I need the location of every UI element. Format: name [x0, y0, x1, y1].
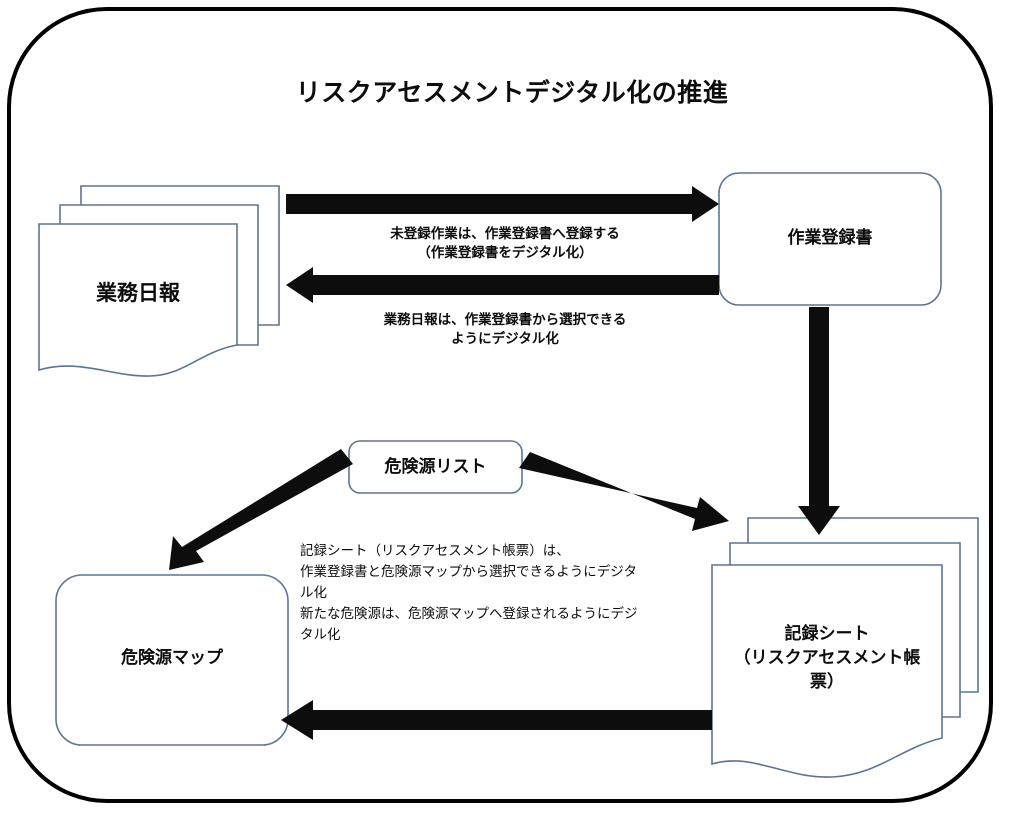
edge-label-daily-to-registration: 未登録作業は、作業登録書へ登録する （作業登録書をデジタル化） [390, 226, 620, 261]
node-label-hazard-map: 危険源マップ [121, 648, 223, 667]
arrow-registration-to-daily [286, 267, 719, 303]
shape-record-sheet[interactable] [711, 517, 979, 778]
shape-work-registration[interactable] [718, 172, 942, 306]
arrow-registration-to-record [798, 307, 840, 535]
doc-sheet-front [38, 223, 238, 377]
shape-hazard-map[interactable] [55, 574, 289, 746]
shape-work-daily-report[interactable] [38, 185, 280, 377]
edge-label-registration-to-daily: 業務日報は、作業登録書から選択できる ようにデジタル化 [383, 312, 627, 347]
arrow-hazardlist-to-map [169, 449, 353, 570]
page-title: リスクアセスメントデジタル化の推進 [295, 79, 729, 107]
arrow-record-to-map [281, 700, 712, 740]
record-sheet-front [711, 564, 943, 778]
node-label-work-registration: 作業登録書 [787, 228, 873, 247]
node-label-hazard-list: 危険源リスト [384, 457, 487, 476]
arrow-daily-to-registration [286, 186, 719, 222]
node-label-work-daily-report: 業務日報 [96, 282, 180, 305]
note-record-sheet: 記録シート（リスクアセスメント帳票）は、 作業登録書と危険源マップから選択できる… [300, 543, 638, 642]
arrow-hazardlist-to-record [519, 452, 729, 531]
node-label-record-sheet: 記録シート （リスクアセスメント帳 票） [733, 624, 921, 692]
